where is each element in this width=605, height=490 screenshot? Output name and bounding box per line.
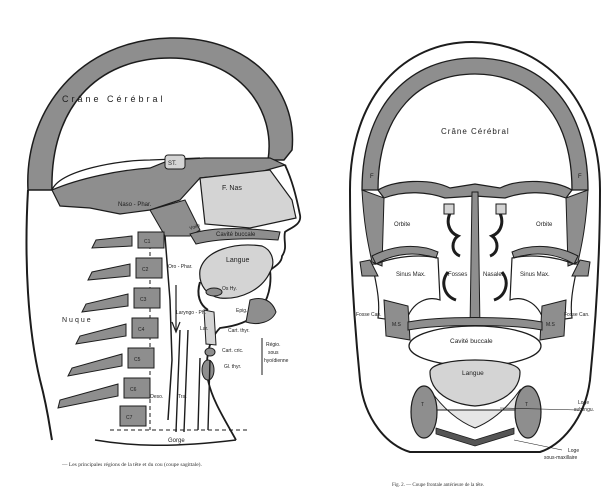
label-os-hy: Os Hy. bbox=[222, 286, 237, 292]
skull-bone-band bbox=[362, 58, 588, 190]
label-loge-sous-maxillaire-2: sous-maxillaire bbox=[544, 455, 578, 461]
ethmoid-cell bbox=[496, 204, 506, 214]
masseter-left bbox=[384, 300, 410, 340]
label-oro-phar: Oro - Phar. bbox=[168, 264, 192, 270]
turbinate-right bbox=[490, 210, 502, 256]
label-cavite-buccale: Cavité buccale bbox=[216, 232, 256, 238]
label-vertebra-c1: C1 bbox=[144, 239, 151, 245]
vertebra bbox=[132, 318, 158, 338]
tongue-frontal bbox=[430, 360, 520, 406]
label-loge-sublingu-1: Loge bbox=[578, 400, 589, 406]
frontal-section-figure: Crâne Cérébral F F Orbite Orbite Sinus M… bbox=[350, 42, 600, 488]
nasal-septum bbox=[470, 192, 480, 330]
left-caption: — Les principales régions de la tête et … bbox=[61, 461, 203, 468]
label-laryngo-ph: Laryngo - Ph. bbox=[176, 310, 206, 316]
neck-base bbox=[95, 440, 236, 445]
label-cart-thyr: Cart. thyr. bbox=[228, 328, 250, 334]
masseter-right bbox=[540, 300, 566, 340]
label-lar: Lar. bbox=[200, 326, 208, 332]
label-vertebra-c5: C5 bbox=[134, 357, 141, 363]
label-tra: Tra. bbox=[178, 394, 187, 400]
label-f-right: F bbox=[578, 174, 582, 180]
neck-back-outline bbox=[27, 190, 53, 440]
label-langue-frontal: Langue bbox=[462, 370, 484, 377]
label-vertebra-c2: C2 bbox=[142, 267, 149, 273]
label-loge-sublingu-2: sublingu. bbox=[574, 407, 594, 413]
label-crane-cerebral-frontal: Crâne Cérébral bbox=[441, 127, 510, 136]
mandible-left bbox=[411, 386, 437, 438]
label-fosses: Fosses bbox=[448, 272, 467, 278]
vertebra bbox=[138, 232, 164, 248]
label-langue: Langue bbox=[226, 257, 249, 264]
label-region-line-3: hyoïdienne bbox=[264, 358, 289, 364]
label-vertebra-c6: C6 bbox=[130, 387, 137, 393]
label-nasales: Nasales bbox=[483, 272, 505, 278]
mandible bbox=[246, 299, 276, 324]
spinous-process bbox=[68, 354, 122, 376]
mandible-right bbox=[515, 386, 541, 438]
label-epig: Epig. bbox=[236, 308, 247, 314]
spinous-process bbox=[58, 384, 118, 408]
vertebra bbox=[120, 406, 146, 426]
vertebra bbox=[124, 378, 150, 398]
label-loge-sous-maxillaire-1: Loge bbox=[568, 448, 579, 454]
spinous-process bbox=[82, 294, 128, 312]
label-gorge: Gorge bbox=[168, 438, 185, 444]
mylohyoid-floor bbox=[436, 428, 514, 446]
label-vertebra-c7: C7 bbox=[126, 415, 133, 421]
nasal-cavity bbox=[200, 170, 296, 228]
label-nuque: Nuque bbox=[62, 317, 93, 324]
label-ms-left: M.S bbox=[392, 322, 402, 328]
spinous-process bbox=[88, 264, 130, 280]
label-oeso: Oeso. bbox=[150, 394, 163, 400]
label-crane-cerebral: Crâne Cérébral bbox=[62, 94, 166, 104]
label-fosse-can-right: Fosse Can. bbox=[564, 312, 590, 318]
label-orbite-right: Orbite bbox=[536, 222, 553, 228]
label-st: ST. bbox=[168, 161, 177, 167]
label-vertebra-c3: C3 bbox=[140, 297, 147, 303]
label-vertebra-c4: C4 bbox=[138, 327, 145, 333]
label-t-left: T bbox=[421, 402, 424, 408]
cricoid-cartilage bbox=[205, 348, 215, 356]
label-naso-phar: Naso - Phar. bbox=[118, 202, 152, 208]
label-cavite-buccale-frontal: Cavité buccale bbox=[450, 338, 493, 345]
vertebra bbox=[134, 288, 160, 308]
oesophagus bbox=[176, 330, 188, 432]
label-ms-right: M.S bbox=[546, 322, 556, 328]
label-region-line-2: sous bbox=[268, 350, 279, 356]
thyroid-gland bbox=[202, 360, 214, 380]
vertebra bbox=[136, 258, 162, 278]
hyoid-bone bbox=[206, 288, 222, 296]
vertebra bbox=[128, 348, 154, 368]
label-sinus-max-right: Sinus Max. bbox=[520, 272, 550, 278]
label-fosse-can-left: Fosse Can. bbox=[356, 312, 382, 318]
label-cart-cric: Cart. cric. bbox=[222, 348, 243, 354]
label-f-left: F bbox=[370, 174, 374, 180]
label-orbite-left: Orbite bbox=[394, 222, 411, 228]
label-t-right: T bbox=[525, 402, 528, 408]
label-sinus-max-left: Sinus Max. bbox=[396, 272, 426, 278]
sagittal-section-figure: Crâne Cérébral ST. F. Nas Naso - Phar. V… bbox=[27, 38, 301, 468]
spinous-process bbox=[92, 236, 132, 248]
airflow-arrow bbox=[172, 285, 180, 332]
label-gl-thyr: Gl. thyr. bbox=[224, 364, 241, 370]
vertebral-column bbox=[58, 232, 164, 426]
label-f-nas: F. Nas bbox=[222, 185, 242, 192]
spinous-process bbox=[76, 324, 126, 344]
label-region-line-1: Régio. bbox=[266, 342, 280, 348]
turbinate-left bbox=[448, 210, 460, 256]
ethmoid-cell bbox=[444, 204, 454, 214]
right-caption: Fig. 2. — Coupe frontale antérieure de l… bbox=[392, 483, 484, 488]
